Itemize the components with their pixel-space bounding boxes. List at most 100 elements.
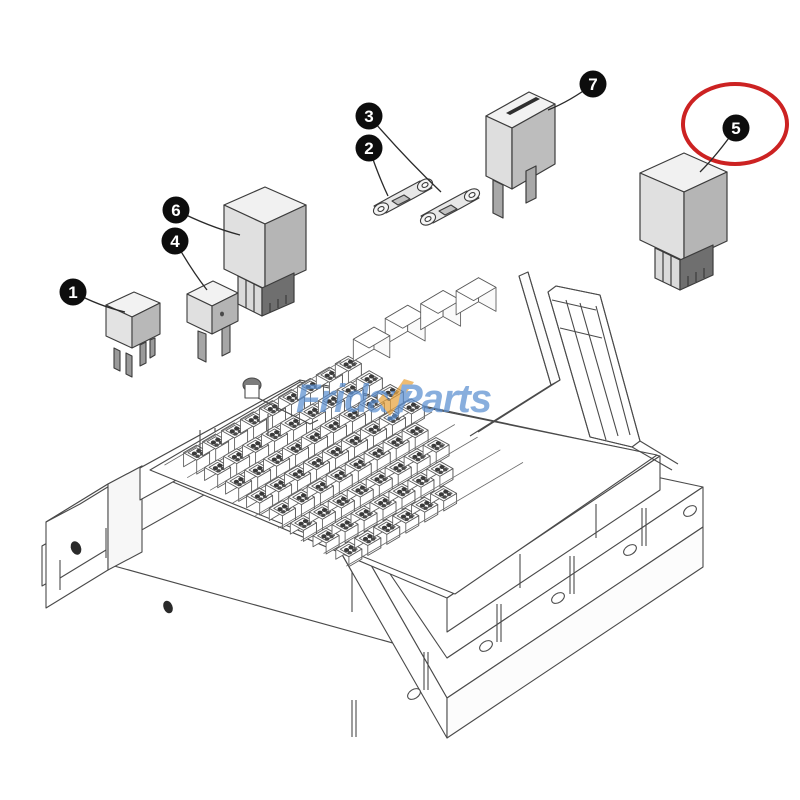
socket-contact xyxy=(292,472,298,477)
socket-contact xyxy=(410,429,416,434)
socket-contact xyxy=(324,373,330,378)
socket-contact xyxy=(400,514,407,519)
socket-contact xyxy=(311,461,317,465)
deck-divider-rail xyxy=(277,424,456,529)
socket-contact xyxy=(273,483,279,488)
part-relay-highlighted xyxy=(639,152,728,291)
socket-contact xyxy=(267,407,273,411)
socket-terminal-field xyxy=(164,277,524,568)
socket-contact xyxy=(438,492,444,497)
socket-contact xyxy=(381,525,388,530)
socket-contact xyxy=(406,405,412,410)
callout-badge-4[interactable]: 4 xyxy=(161,227,189,255)
socket-contact xyxy=(288,421,294,426)
socket-contact xyxy=(391,440,397,445)
skirt-hole-2 xyxy=(479,640,493,652)
fuse-socket xyxy=(268,500,296,529)
part-large-blade-fuse xyxy=(485,91,556,219)
socket-contact xyxy=(317,510,323,515)
socket-contact xyxy=(305,384,311,389)
socket-contact xyxy=(382,498,388,503)
socket-contact xyxy=(431,443,437,448)
socket-contact xyxy=(307,410,313,415)
fuse-socket xyxy=(426,460,454,488)
callout-badge-1[interactable]: 1 xyxy=(59,278,87,306)
socket-contact xyxy=(416,478,422,483)
socket-contact xyxy=(276,454,282,459)
socket-contact xyxy=(378,501,384,505)
socket-contact xyxy=(253,415,259,420)
socket-contact xyxy=(330,449,336,454)
socket-contact xyxy=(347,359,354,364)
socket-contact xyxy=(349,438,355,443)
socket-contact xyxy=(331,396,337,401)
socket-contact xyxy=(419,503,425,508)
part-relay xyxy=(223,186,307,317)
socket-contact xyxy=(393,466,399,471)
callout-badge-circle xyxy=(161,227,189,255)
socket-contact xyxy=(315,484,321,489)
part-fuse-link-left xyxy=(372,178,434,216)
fuse-socket xyxy=(315,366,343,397)
fuse-socket xyxy=(287,489,315,518)
socket-contact xyxy=(314,432,320,437)
callout-badge-2[interactable]: 2 xyxy=(355,134,383,162)
socket-contact xyxy=(231,455,237,459)
socket-contact xyxy=(347,413,353,417)
callout-badge-circle xyxy=(355,102,383,130)
highlight-ring xyxy=(681,82,789,166)
socket-contact xyxy=(366,401,372,406)
socket-contact xyxy=(340,523,346,528)
socket-contact xyxy=(387,416,393,421)
socket-contact xyxy=(259,491,265,496)
socket-contact xyxy=(354,436,360,441)
callout-badge-5[interactable]: 5 xyxy=(722,114,750,142)
socket-contact xyxy=(371,399,377,404)
socket-contact xyxy=(271,457,277,462)
fuse-socket xyxy=(284,465,312,494)
socket-contact xyxy=(217,463,223,468)
socket-contact xyxy=(435,441,441,446)
socket-contact xyxy=(414,426,420,431)
fuse-socket xyxy=(401,422,429,451)
skirt-hole-3 xyxy=(551,592,565,604)
fuse-socket xyxy=(263,450,291,480)
callout-badge-circle xyxy=(59,278,87,306)
socket-contact xyxy=(364,377,370,382)
socket-contact xyxy=(359,512,365,517)
socket-contact xyxy=(439,465,445,469)
socket-contact xyxy=(293,419,299,423)
socket-contact xyxy=(338,471,344,476)
socket-contact xyxy=(397,489,403,494)
socket-contact xyxy=(362,536,369,541)
socket-contact xyxy=(367,534,373,539)
fuse-socket xyxy=(296,378,324,408)
watermark-check-icon xyxy=(378,379,414,416)
socket-contact xyxy=(278,480,284,485)
socket-contact xyxy=(300,493,307,498)
socket-contact xyxy=(352,410,358,415)
socket-contact xyxy=(321,508,328,512)
fuse-socket xyxy=(355,370,383,400)
socket-contact xyxy=(412,454,418,459)
mount-hole-left xyxy=(70,541,82,555)
callout-badge-6[interactable]: 6 xyxy=(162,196,190,224)
socket-contact xyxy=(328,424,334,429)
callout-badge-7[interactable]: 7 xyxy=(579,70,607,98)
socket-contact xyxy=(333,421,339,426)
socket-contact xyxy=(281,504,288,509)
fuse-box-assembly xyxy=(41,271,704,739)
socket-contact xyxy=(326,399,332,404)
socket-contact xyxy=(395,437,401,442)
socket-contact xyxy=(386,523,392,528)
part-mini-blade-fuse xyxy=(186,280,239,363)
fuse-socket xyxy=(331,516,359,544)
socket-contact xyxy=(319,482,326,487)
socket-contact xyxy=(316,458,322,463)
socket-contact xyxy=(255,441,261,446)
callout-badge-3[interactable]: 3 xyxy=(355,102,383,130)
deck-divider-rail xyxy=(164,360,342,466)
socket-contact xyxy=(359,485,365,490)
socket-contact xyxy=(309,435,315,440)
